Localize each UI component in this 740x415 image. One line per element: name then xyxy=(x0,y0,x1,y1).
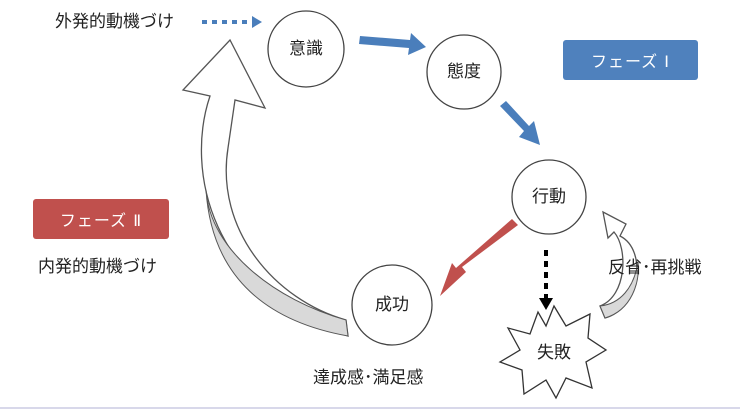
node-awareness-circle xyxy=(267,10,345,88)
failure-arrowhead xyxy=(539,298,553,310)
satisfaction-label: 達成感･満足感 xyxy=(313,368,424,388)
arrow-awareness-to-attitude xyxy=(359,33,426,55)
phase2-badge: フェーズ Ⅱ xyxy=(33,199,169,239)
node-attitude-circle xyxy=(426,34,502,110)
reflection-arrow-shade xyxy=(599,261,639,319)
extrinsic-motivation-label: 外発的動機づけ xyxy=(55,12,174,32)
arrow-attitude-to-action xyxy=(500,101,540,145)
bottom-divider xyxy=(0,407,740,409)
node-action-circle xyxy=(511,159,587,235)
intrinsic-cycle-arrow-shade xyxy=(205,189,349,337)
node-success-circle xyxy=(351,264,433,346)
node-failure-label: 失敗 xyxy=(537,343,571,363)
arrow-action-to-success xyxy=(440,219,518,296)
intrinsic-motivation-label: 内発的動機づけ xyxy=(38,257,157,277)
node-action-label: 行動 xyxy=(532,187,566,207)
extrinsic-arrowhead xyxy=(252,16,262,28)
node-failure-starburst xyxy=(498,304,608,400)
phase1-badge: フェーズ Ⅰ xyxy=(563,40,698,80)
node-success-label: 成功 xyxy=(375,295,409,315)
node-attitude-label: 態度 xyxy=(447,62,481,82)
node-awareness-label: 意識 xyxy=(289,39,323,59)
reflection-retry-label: 反省･再挑戦 xyxy=(608,258,702,278)
